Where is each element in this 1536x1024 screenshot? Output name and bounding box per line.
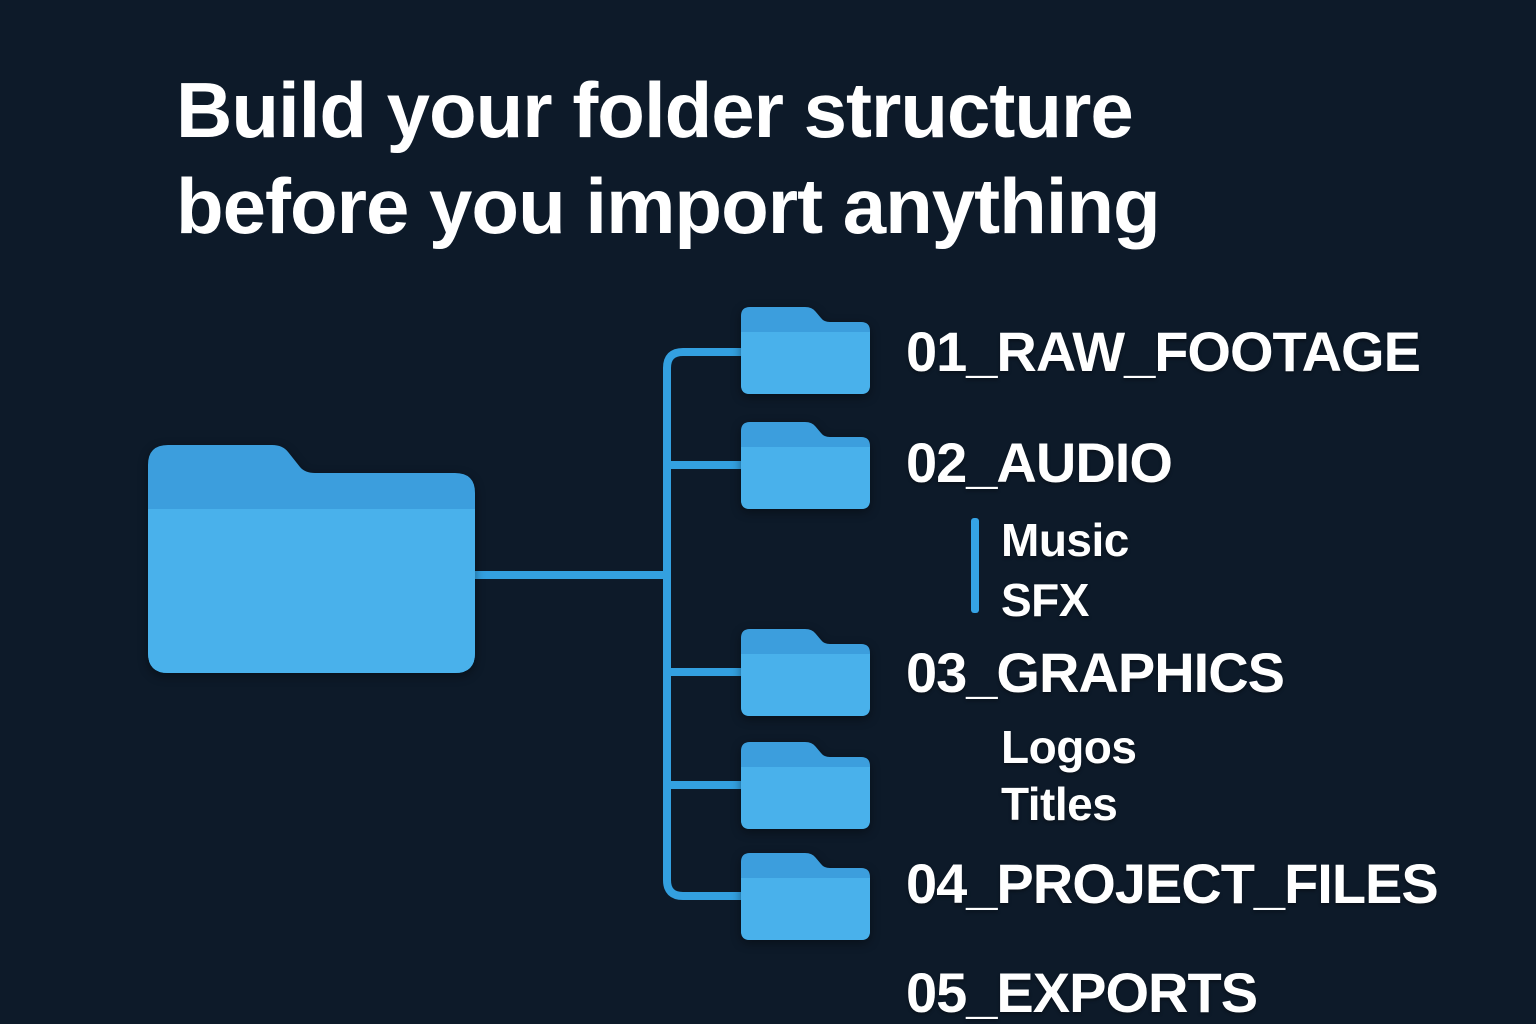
audio-subitems-accent-bar xyxy=(971,518,979,613)
subfolder-label-sfx: SFX xyxy=(1001,574,1089,626)
folder-icon-audio xyxy=(741,422,870,509)
subfolder-label-logos: Logos xyxy=(1001,721,1137,773)
folder-icon-extra xyxy=(741,742,870,829)
subfolder-label-titles: Titles xyxy=(1001,778,1118,830)
connector-trunk xyxy=(663,348,741,900)
folder-label-project-files: 04_PROJECT_FILES xyxy=(906,852,1439,915)
title-line-1: Build your folder structure xyxy=(176,66,1134,154)
folder-label-raw-footage: 01_RAW_FOOTAGE xyxy=(906,320,1421,383)
folder-label-graphics: 03_GRAPHICS xyxy=(906,641,1285,704)
subfolder-label-music: Music xyxy=(1001,514,1129,566)
folder-icon-graphics xyxy=(741,629,870,716)
title-line-2: before you import anything xyxy=(176,162,1161,250)
folder-label-audio: 02_AUDIO xyxy=(906,431,1173,494)
folder-icon-raw-footage xyxy=(741,307,870,394)
folder-icon-project-files xyxy=(741,853,870,940)
folder-label-exports: 05_EXPORTS xyxy=(906,961,1258,1024)
page-title: Build your folder structure before you i… xyxy=(176,62,1161,254)
root-folder-icon xyxy=(148,445,475,673)
